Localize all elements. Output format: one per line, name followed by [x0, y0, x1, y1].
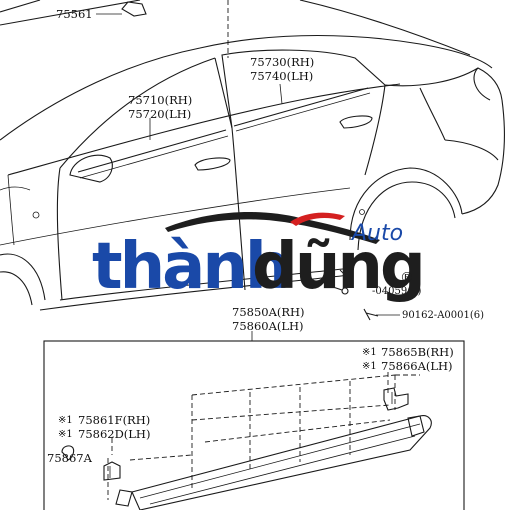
mark-1: ※1	[362, 347, 377, 358]
clip-icon	[103, 461, 121, 481]
logo-text-dung: dũng	[252, 230, 423, 304]
logo-text-thanh: thành	[92, 230, 287, 304]
registered-mark: ®	[400, 270, 414, 286]
label-75861f-rh: 75861F(RH)	[78, 413, 150, 427]
mark-1: ※1	[362, 361, 377, 372]
swoosh-accent-icon	[290, 212, 345, 226]
leader-lines	[96, 13, 400, 341]
detail-frame	[43, 340, 465, 510]
screw-icon	[329, 285, 349, 295]
brand-logo: Auto thành dũng ®	[92, 212, 426, 304]
label-75561: 75561	[56, 7, 93, 21]
label-75730-rh: 75730(RH)	[250, 55, 314, 69]
clip-icon	[61, 445, 75, 461]
label-90162: 90162-A0001(6)	[402, 310, 484, 321]
label-75866a-lh: 75866A(LH)	[381, 359, 453, 373]
label-75850a-rh: 75850A(RH)	[232, 305, 305, 319]
label-75720-lh: 75720(LH)	[128, 107, 191, 121]
swoosh-icon	[165, 212, 380, 244]
mark-1: ※1	[58, 415, 73, 426]
label-75860a-lh: 75860A(LH)	[232, 319, 304, 333]
label-75740-lh: 75740(LH)	[250, 69, 313, 83]
label-75710-rh: 75710(RH)	[128, 93, 192, 107]
label-75867a: 75867A	[47, 451, 93, 465]
label-75862d-lh: 75862D(LH)	[78, 427, 150, 441]
rocker-moulding-part	[115, 415, 432, 510]
clip-icon	[383, 387, 409, 411]
screw-icon	[363, 308, 379, 321]
logo-auto-text: Auto	[350, 221, 403, 246]
mark-1: ※1	[58, 429, 73, 440]
label-75865b-rh: 75865B(RH)	[381, 345, 454, 359]
label-04059: -04059(6)	[372, 286, 421, 297]
guide-lines	[227, 0, 351, 281]
car-body-outline	[0, 0, 505, 311]
